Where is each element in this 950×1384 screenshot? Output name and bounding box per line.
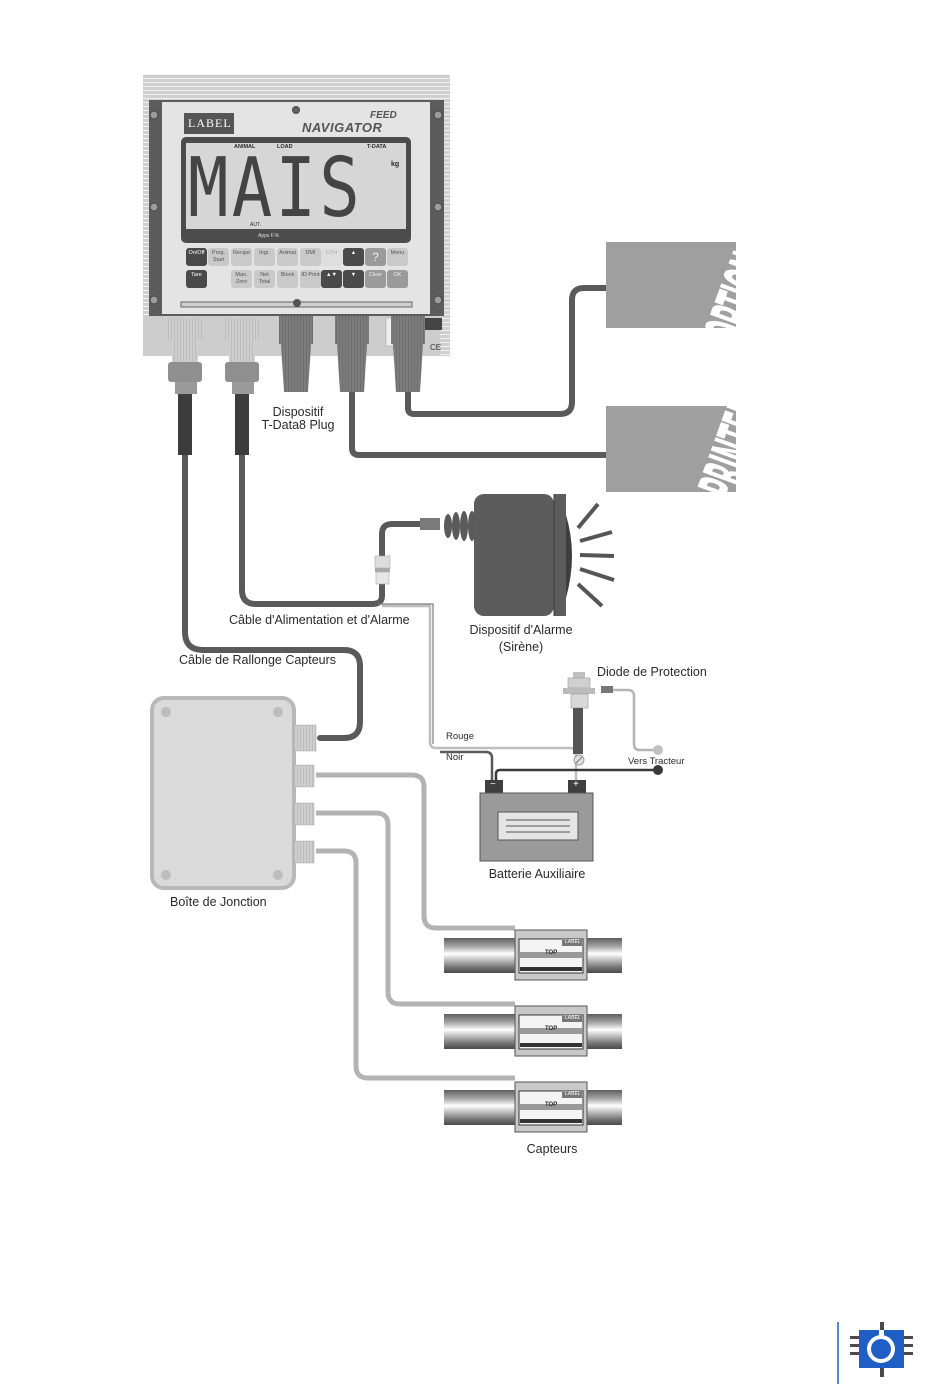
alarm-inline-connector [374, 555, 391, 585]
tdata-plug-label-line1: Dispositif [272, 405, 324, 419]
optional-connector [391, 316, 425, 392]
sensor-extension-cable [182, 452, 363, 741]
key-clear[interactable]: Clear [365, 270, 386, 288]
sensor-cable-3 [316, 848, 515, 1081]
sensor-2-plate-brand: LABEL [565, 1015, 581, 1021]
optional-cable [405, 285, 609, 417]
lcd-indicator-tdata: T-DATA [367, 144, 387, 150]
sensor-cable-1 [316, 772, 515, 931]
sensor-cable-2 [316, 810, 515, 1007]
sensor-1-plate-brand: LABEL [565, 939, 581, 945]
power-cable-sleeve [235, 392, 249, 455]
key-dmi[interactable]: DMI [300, 248, 321, 266]
key-ingr[interactable]: Ingr. [254, 248, 275, 266]
sensor-cable-sleeve [178, 392, 192, 455]
alarm-device-label-line1: Dispositif d'Alarme [469, 623, 573, 637]
brand-label: LABEL [188, 116, 232, 130]
wire-black-label: Noir [446, 752, 464, 763]
lcd-unit: kg [391, 161, 400, 168]
sensor-3 [444, 1081, 622, 1133]
battery-label: Batterie Auxiliaire [488, 867, 586, 881]
lcd-indicator-aut: AUT. [250, 222, 261, 228]
product-name-top: FEED [370, 110, 397, 121]
key-prog-start[interactable]: Prog. Start [208, 248, 229, 266]
key-dth[interactable]: DTH [321, 248, 342, 266]
key-on-off[interactable]: On/Off [186, 248, 207, 266]
brand-badge [184, 113, 234, 134]
sensor-3-plate-text: TOP [545, 1102, 558, 1108]
battery-minus-label: − [490, 779, 496, 790]
negative-wire [440, 750, 494, 780]
sensors-label: Capteurs [526, 1142, 578, 1156]
battery-plus-terminal [568, 780, 586, 793]
key-down[interactable]: ▼ [343, 270, 364, 288]
sensor-2 [444, 1005, 622, 1057]
key-up-down[interactable]: ▲▼ [321, 270, 342, 288]
tdata-connector [279, 316, 313, 392]
sensor-3-plate-brand: LABEL [565, 1091, 581, 1097]
lcd-indicator-animal: ANIMAL [234, 144, 256, 150]
printer-connector [335, 316, 369, 392]
junction-box [150, 696, 317, 890]
wire-red-label: Rouge [446, 731, 474, 742]
key-id-print[interactable]: ID Print [300, 270, 321, 288]
key-animal[interactable]: Animal [277, 248, 298, 266]
sensor-1 [444, 929, 622, 981]
lcd-indicator-load: LOAD [277, 144, 293, 150]
tdata-plug-label-line2: T-Data8 Plug [261, 418, 335, 432]
alarm-device-label-line2: (Sirène) [498, 640, 544, 654]
ground-wire [494, 768, 658, 780]
tractor-positive-terminal [653, 745, 663, 755]
power-alarm-cable [239, 452, 385, 607]
key-up[interactable]: ▲ [343, 248, 364, 266]
svg-text:CE: CE [430, 343, 441, 352]
optional-stamp-text: OPTIONAL [691, 242, 736, 328]
protection-diode [563, 672, 613, 766]
key-block[interactable]: Block [277, 270, 298, 288]
sensor-2-plate-text: TOP [545, 1026, 558, 1032]
cable-gland-1 [168, 318, 202, 394]
to-tractor-label: Vers Tracteur [628, 756, 685, 767]
printer-stamp: PRINTER [606, 406, 736, 492]
printer-stamp-text: PRINTER [684, 406, 736, 492]
key-ok[interactable]: OK [387, 270, 408, 288]
power-alarm-cable-label: Câble d'Alimentation et d'Alarme [229, 613, 410, 627]
key-net-total[interactable]: Net Total [254, 270, 275, 288]
sensor-extension-cable-label: Câble de Rallonge Capteurs [179, 653, 337, 667]
key-menu[interactable]: Menu [387, 248, 408, 266]
key-recipe[interactable]: Recipe [231, 248, 252, 266]
siren-lead [379, 521, 423, 559]
cable-gland-2 [225, 318, 259, 394]
sensor-1-plate-text: TOP [545, 950, 558, 956]
company-logo-icon [837, 1322, 913, 1384]
tractor-ground-terminal [653, 765, 663, 775]
lcd-screen [186, 143, 406, 229]
protection-diode-label: Diode de Protection [597, 665, 707, 679]
diode-tractor-wire [612, 688, 656, 752]
key-help[interactable]: ? [365, 248, 386, 266]
optional-stamp: OPTIONAL [606, 242, 736, 328]
junction-box-label: Boîte de Jonction [170, 895, 267, 909]
printer-cable [349, 387, 609, 458]
battery-minus-terminal [485, 780, 503, 793]
product-name: NAVIGATOR [302, 120, 383, 135]
black-wire-outline [378, 603, 434, 744]
lcd-main-text: MAIS [188, 141, 364, 236]
lcd-status-row: Apps F.% [258, 233, 280, 239]
battery-plus-label: + [573, 779, 579, 790]
key-tare[interactable]: Tare [186, 270, 207, 288]
auxiliary-battery [479, 780, 594, 862]
alarm-siren [420, 494, 615, 616]
key-man-zero[interactable]: Man. Zero [231, 270, 252, 288]
